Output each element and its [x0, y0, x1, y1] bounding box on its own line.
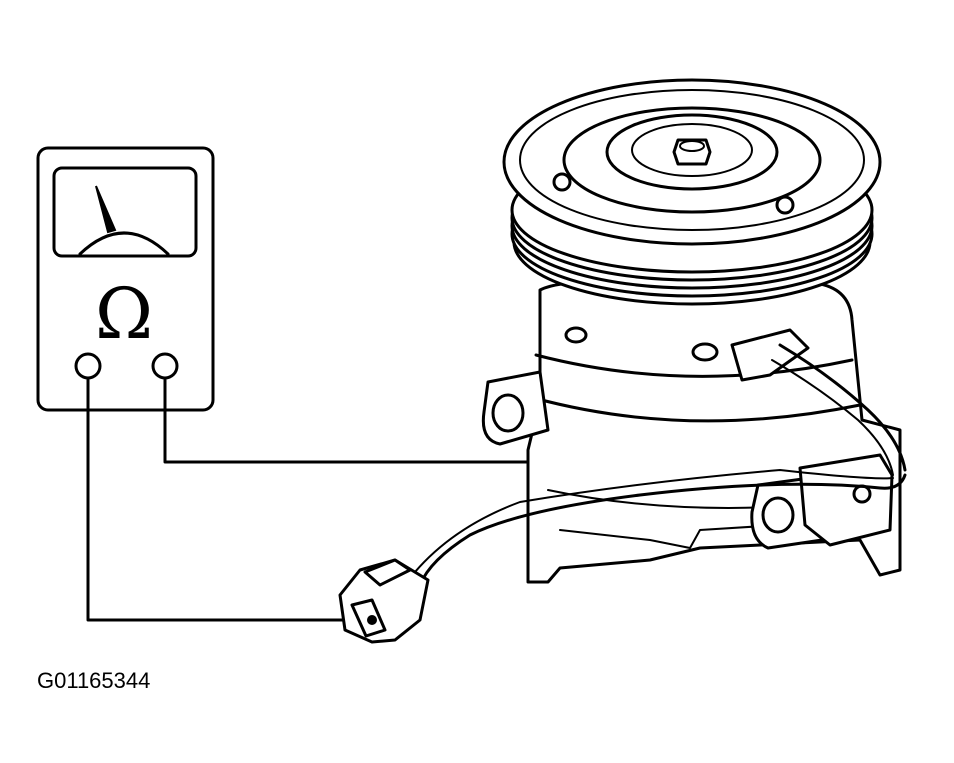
clutch-harness-wire-inner: [409, 469, 894, 579]
ohmmeter-jack-right: [151, 352, 179, 380]
ohm-symbol: Ω: [95, 273, 153, 355]
clutch-lead-bracket: [798, 453, 894, 547]
ohmmeter-needle: [95, 185, 117, 234]
body-bolt-left: [564, 326, 588, 344]
ohmmeter-jack-left: [74, 352, 102, 380]
coil-lead-upper-inner: [771, 359, 894, 476]
coil-terminal-bracket: [730, 328, 810, 382]
compressor-body-band-lower: [532, 396, 862, 423]
ohmmeter: Ω: [36, 146, 215, 412]
mounting-ear-right-hole: [761, 496, 795, 534]
connector-terminal: [367, 615, 377, 625]
body-bolt-center: [691, 342, 719, 362]
mounting-ear-left-hole: [491, 393, 525, 433]
connector-lock-tab: [363, 558, 412, 587]
clutch-pulley: [502, 78, 882, 306]
compressor-body-band-upper: [534, 353, 854, 378]
ohmmeter-dial-arc: [78, 231, 170, 256]
compressor-body-step: [559, 524, 781, 549]
armature-hub-inner: [631, 123, 753, 177]
pulley-face-rim: [519, 89, 865, 231]
center-nut-top: [679, 140, 705, 152]
clutch-harness-wire: [418, 473, 907, 587]
armature-rivet-right: [775, 195, 795, 215]
test-lead-positive: [163, 376, 610, 464]
bracket-bolt: [852, 484, 872, 504]
armature-rivet-left: [552, 172, 572, 192]
coil-lead-upper: [778, 343, 907, 472]
ohmmeter-dial-window: [52, 166, 198, 258]
clutch-connector: [338, 558, 430, 644]
ac-compressor: [481, 78, 907, 584]
test-lead-negative: [86, 376, 374, 622]
figure-id-label: G01165344: [37, 668, 150, 693]
